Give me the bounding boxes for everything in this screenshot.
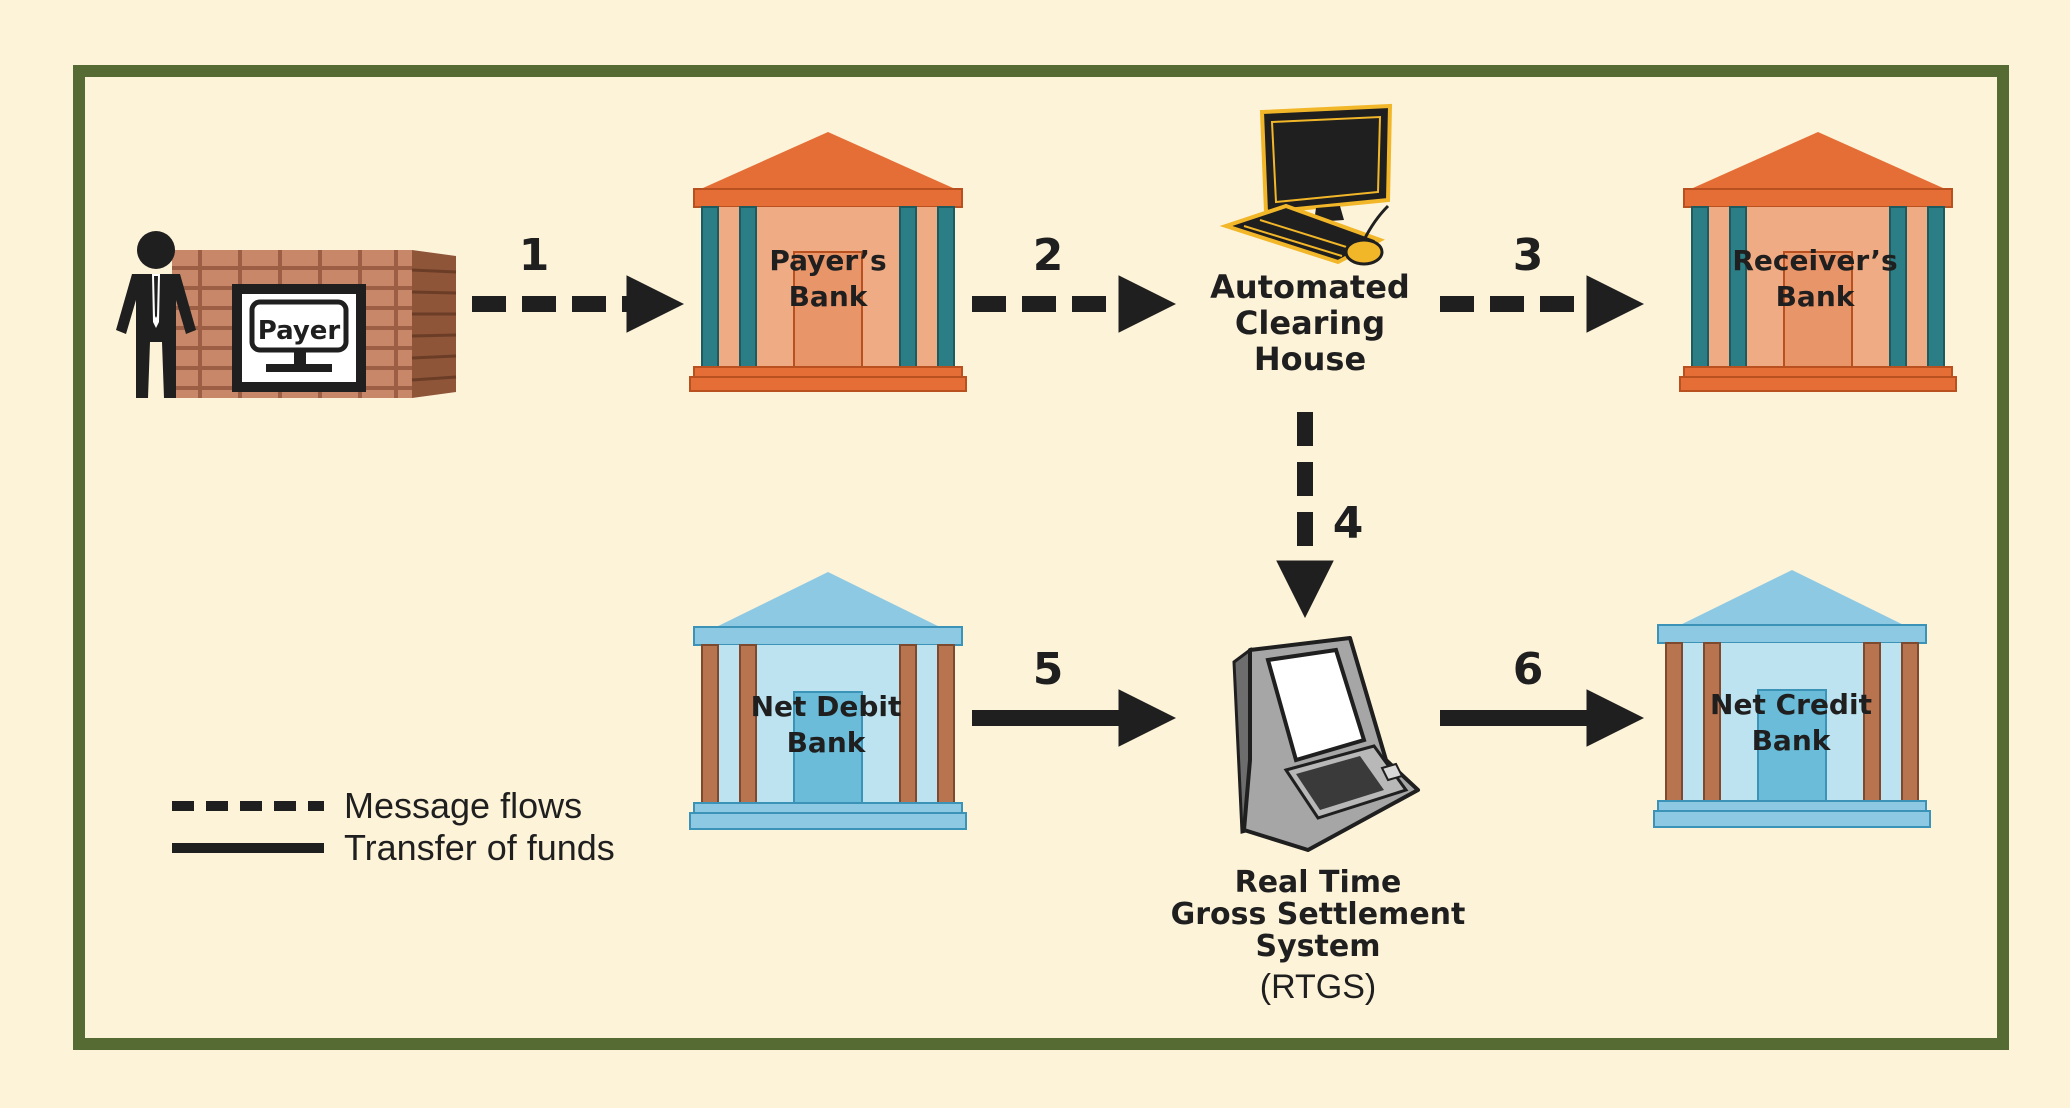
ach-label-line2: Clearing <box>1235 304 1385 342</box>
flow-step-4: 4 <box>1333 498 1364 549</box>
flow-arrow-5: 5 <box>972 644 1177 747</box>
flow-step-1: 1 <box>519 230 550 281</box>
payer-node: Payer <box>116 231 457 398</box>
rtgs-node: Real Time Gross Settlement System (RTGS) <box>1171 636 1466 1006</box>
flow-step-6: 6 <box>1513 644 1544 695</box>
ach-label-line1: Automated <box>1210 268 1410 306</box>
diagram-frame <box>73 65 2009 1050</box>
receivers-bank-node: Receiver’s Bank <box>1679 131 1957 392</box>
ach-label-line3: House <box>1254 340 1366 378</box>
legend-transfer-label: Transfer of funds <box>344 827 615 868</box>
monitor-icon: Payer <box>232 284 366 392</box>
receivers-bank-label-line1: Receiver’s <box>1732 244 1897 277</box>
terminal-icon <box>1232 636 1420 852</box>
net-credit-bank-label-line2: Bank <box>1752 724 1832 757</box>
person-icon <box>116 231 196 398</box>
computer-icon <box>1219 103 1393 266</box>
legend: Message flows Transfer of funds <box>172 785 615 868</box>
payer-label: Payer <box>258 316 341 346</box>
flow-arrow-4: 4 <box>1276 412 1364 619</box>
flow-arrow-3: 3 <box>1440 230 1645 333</box>
payers-bank-label-line1: Payer’s <box>769 244 886 277</box>
flow-step-2: 2 <box>1033 230 1064 281</box>
rtgs-label-line1: Real Time <box>1235 865 1402 900</box>
flow-step-5: 5 <box>1033 644 1064 695</box>
rtgs-label-line3: System <box>1256 929 1381 964</box>
flow-step-3: 3 <box>1513 230 1544 281</box>
net-debit-bank-node: Net Debit Bank <box>689 571 967 830</box>
receivers-bank-label-line2: Bank <box>1776 280 1856 313</box>
flow-arrow-2: 2 <box>972 230 1177 333</box>
legend-message-label: Message flows <box>344 785 582 826</box>
ach-node: Automated Clearing House <box>1210 103 1410 378</box>
net-debit-bank-label-line1: Net Debit <box>751 690 902 723</box>
net-debit-bank-label-line2: Bank <box>787 726 867 759</box>
rtgs-label-line2: Gross Settlement <box>1171 897 1466 932</box>
rtgs-abbr-label: (RTGS) <box>1260 968 1376 1006</box>
net-credit-bank-node: Net Credit Bank <box>1653 569 1931 828</box>
net-credit-bank-label-line1: Net Credit <box>1710 688 1872 721</box>
flow-arrow-6: 6 <box>1440 644 1645 747</box>
flow-arrow-1: 1 <box>472 230 685 333</box>
payers-bank-label-line2: Bank <box>789 280 869 313</box>
payers-bank-node: Payer’s Bank <box>689 131 967 392</box>
